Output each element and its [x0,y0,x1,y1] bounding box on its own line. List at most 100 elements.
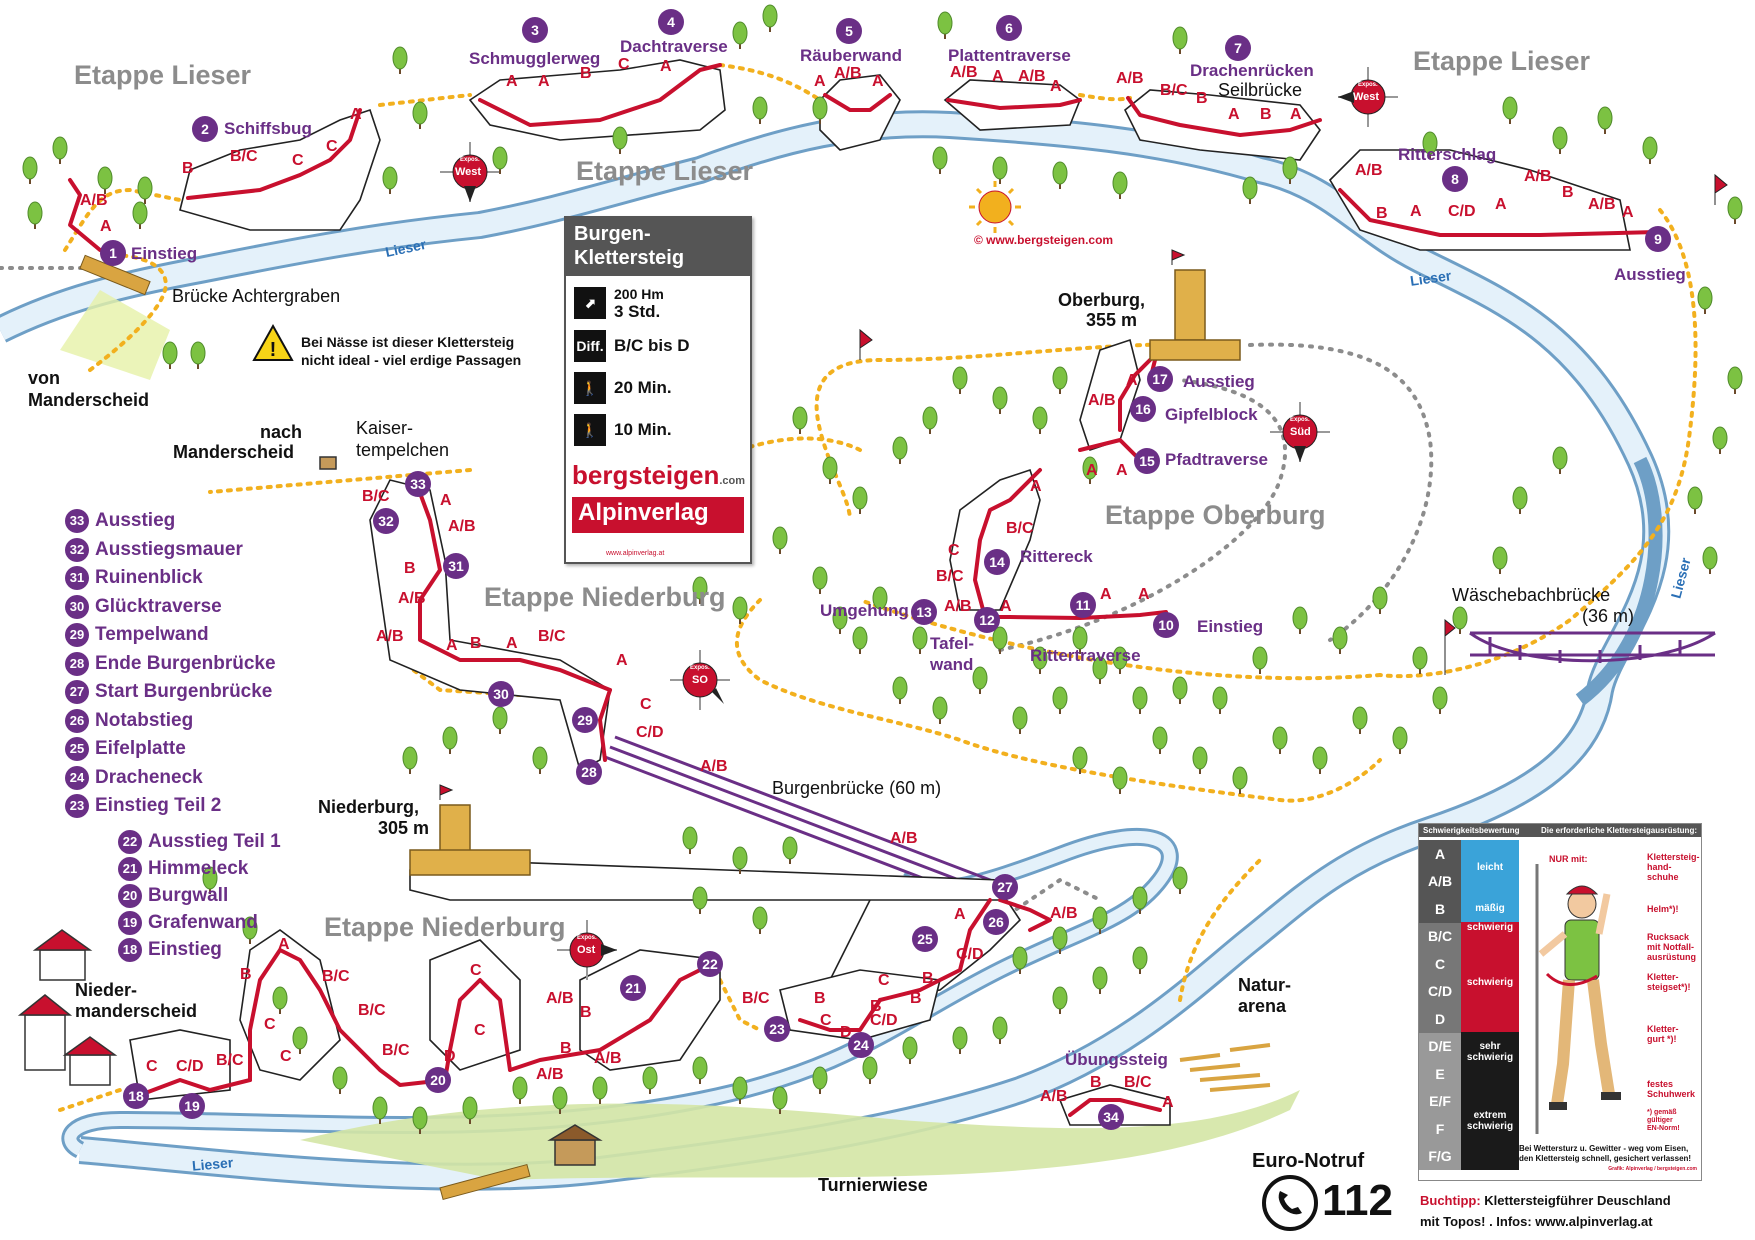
tree-icon [692,886,708,915]
legend-label: Ausstiegsmauer [95,538,243,560]
legend-number: 23 [65,794,89,819]
route-grade-label: B/C [358,1002,386,1019]
station-marker-16[interactable]: 16 [1130,396,1156,422]
grade-b-c: B/C [1419,922,1461,950]
station-marker-5[interactable]: 5 [836,18,862,44]
station-marker-4[interactable]: 4 [658,9,684,35]
route-grade-label: A [992,68,1004,85]
station-marker-8[interactable]: 8 [1442,166,1468,192]
tree-icon [902,1036,918,1065]
compass-west-2: West [1353,91,1380,103]
legend-number: 27 [65,680,89,705]
station-marker-28[interactable]: 28 [576,759,602,785]
station-marker-19[interactable]: 19 [179,1093,205,1119]
route-grade-label: A/B [1050,905,1078,922]
route-grade-label: A/B [80,192,108,209]
station-marker-7[interactable]: 7 [1225,35,1251,61]
legend-number: 28 [65,651,89,676]
etappe-lieser-label-1: Etappe Lieser [74,60,252,90]
station-marker-22[interactable]: 22 [697,951,723,977]
info-row-descent: 🚶 10 Min. [574,414,742,446]
sun-icon [969,181,1021,233]
station-marker-34[interactable]: 34 [1098,1104,1124,1130]
station-marker-31[interactable]: 31 [443,553,469,579]
station-marker-9[interactable]: 9 [1645,226,1671,252]
station-marker-25[interactable]: 25 [912,926,938,952]
station-marker-23[interactable]: 23 [764,1016,790,1042]
station-marker-15[interactable]: 15 [1134,448,1160,474]
station-marker-10[interactable]: 10 [1153,612,1179,638]
alpinverlag-logo: Alpinverlag [572,497,744,533]
band-sehr-2: schwierig [1466,1052,1514,1063]
eq-4b: steigset*)! [1647,982,1691,992]
station-marker-13[interactable]: 13 [911,599,937,625]
station-marker-33[interactable]: 33 [405,471,431,497]
route-grade-label: C [470,962,482,979]
route-grade-label: A [1162,1094,1174,1111]
route-grade-label: B [470,635,482,652]
info-difficulty: B/C bis D [614,336,690,355]
legend-label: Ausstieg Teil 1 [148,830,281,852]
station-marker-14[interactable]: 14 [984,549,1010,575]
tree-icon [1727,196,1743,225]
station-marker-17[interactable]: 17 [1147,366,1173,392]
station-marker-30[interactable]: 30 [488,681,514,707]
route-grade-label: B/C [382,1042,410,1059]
place-niederburg-height: 305 m [378,818,430,838]
klettersteig-routes [68,63,1657,1117]
place-von: von [28,368,61,388]
station-marker-32[interactable]: 32 [373,508,399,534]
station-marker-29[interactable]: 29 [572,707,598,733]
tree-icon [1412,646,1428,675]
tree-icon [1052,986,1068,1015]
tree-icon [1687,486,1703,515]
route-grade-label: B/C [362,488,390,505]
panel-header-right: Die erforderliche Klettersteigausrüstung… [1540,826,1697,835]
station-marker-11[interactable]: 11 [1070,592,1096,618]
legend-number: 19 [118,910,142,935]
tree-icon [992,626,1008,655]
station-marker-18[interactable]: 18 [123,1083,149,1109]
legend-label: Eifelplatte [95,738,186,760]
route-grade-label: A/B [594,1050,622,1067]
compass-west-1: West [455,166,482,178]
route-grade-label: A [1138,586,1150,603]
legend-label: Grafenwand [148,911,258,933]
station-marker-27[interactable]: 27 [992,874,1018,900]
holzbruecke-unten [439,1163,531,1201]
eq-3: Rucksack [1647,932,1690,942]
tree-icon [762,4,778,33]
route-grade-label: B/C [742,990,770,1007]
place-waeschebach-length: (36 m) [1582,606,1635,626]
station-marker-6[interactable]: 6 [996,15,1022,41]
climb-height-icon: ⬈ [574,287,606,319]
station-marker-20[interactable]: 20 [425,1067,451,1093]
route-grade-label: B/C [216,1052,244,1069]
station-marker-26[interactable]: 26 [983,909,1009,935]
station-marker-3[interactable]: 3 [522,17,548,43]
tree-icon [732,21,748,50]
band-schwierig-1: schwierig [1461,922,1519,933]
place-nach-manderscheid: Manderscheid [173,442,295,462]
station-marker-12[interactable]: 12 [974,607,1000,633]
station-marker-21[interactable]: 21 [620,975,646,1001]
station-label-16: Gipfelblock [1165,405,1258,424]
compass-west-1-expos: Expos. [460,157,480,163]
place-oberburg-height: 355 m [1086,310,1138,330]
tree-icon [822,456,838,485]
station-marker-24[interactable]: 24 [848,1032,874,1058]
legend-label: Notabstieg [95,709,194,731]
grade-a-b: A/B [1419,867,1461,895]
station-marker-2[interactable]: 2 [192,116,218,142]
route-grade-label: C [820,1012,832,1029]
route-grade-label: A/B [890,830,918,847]
grade-f: F [1419,1115,1461,1143]
station-marker-1[interactable]: 1 [100,240,126,266]
